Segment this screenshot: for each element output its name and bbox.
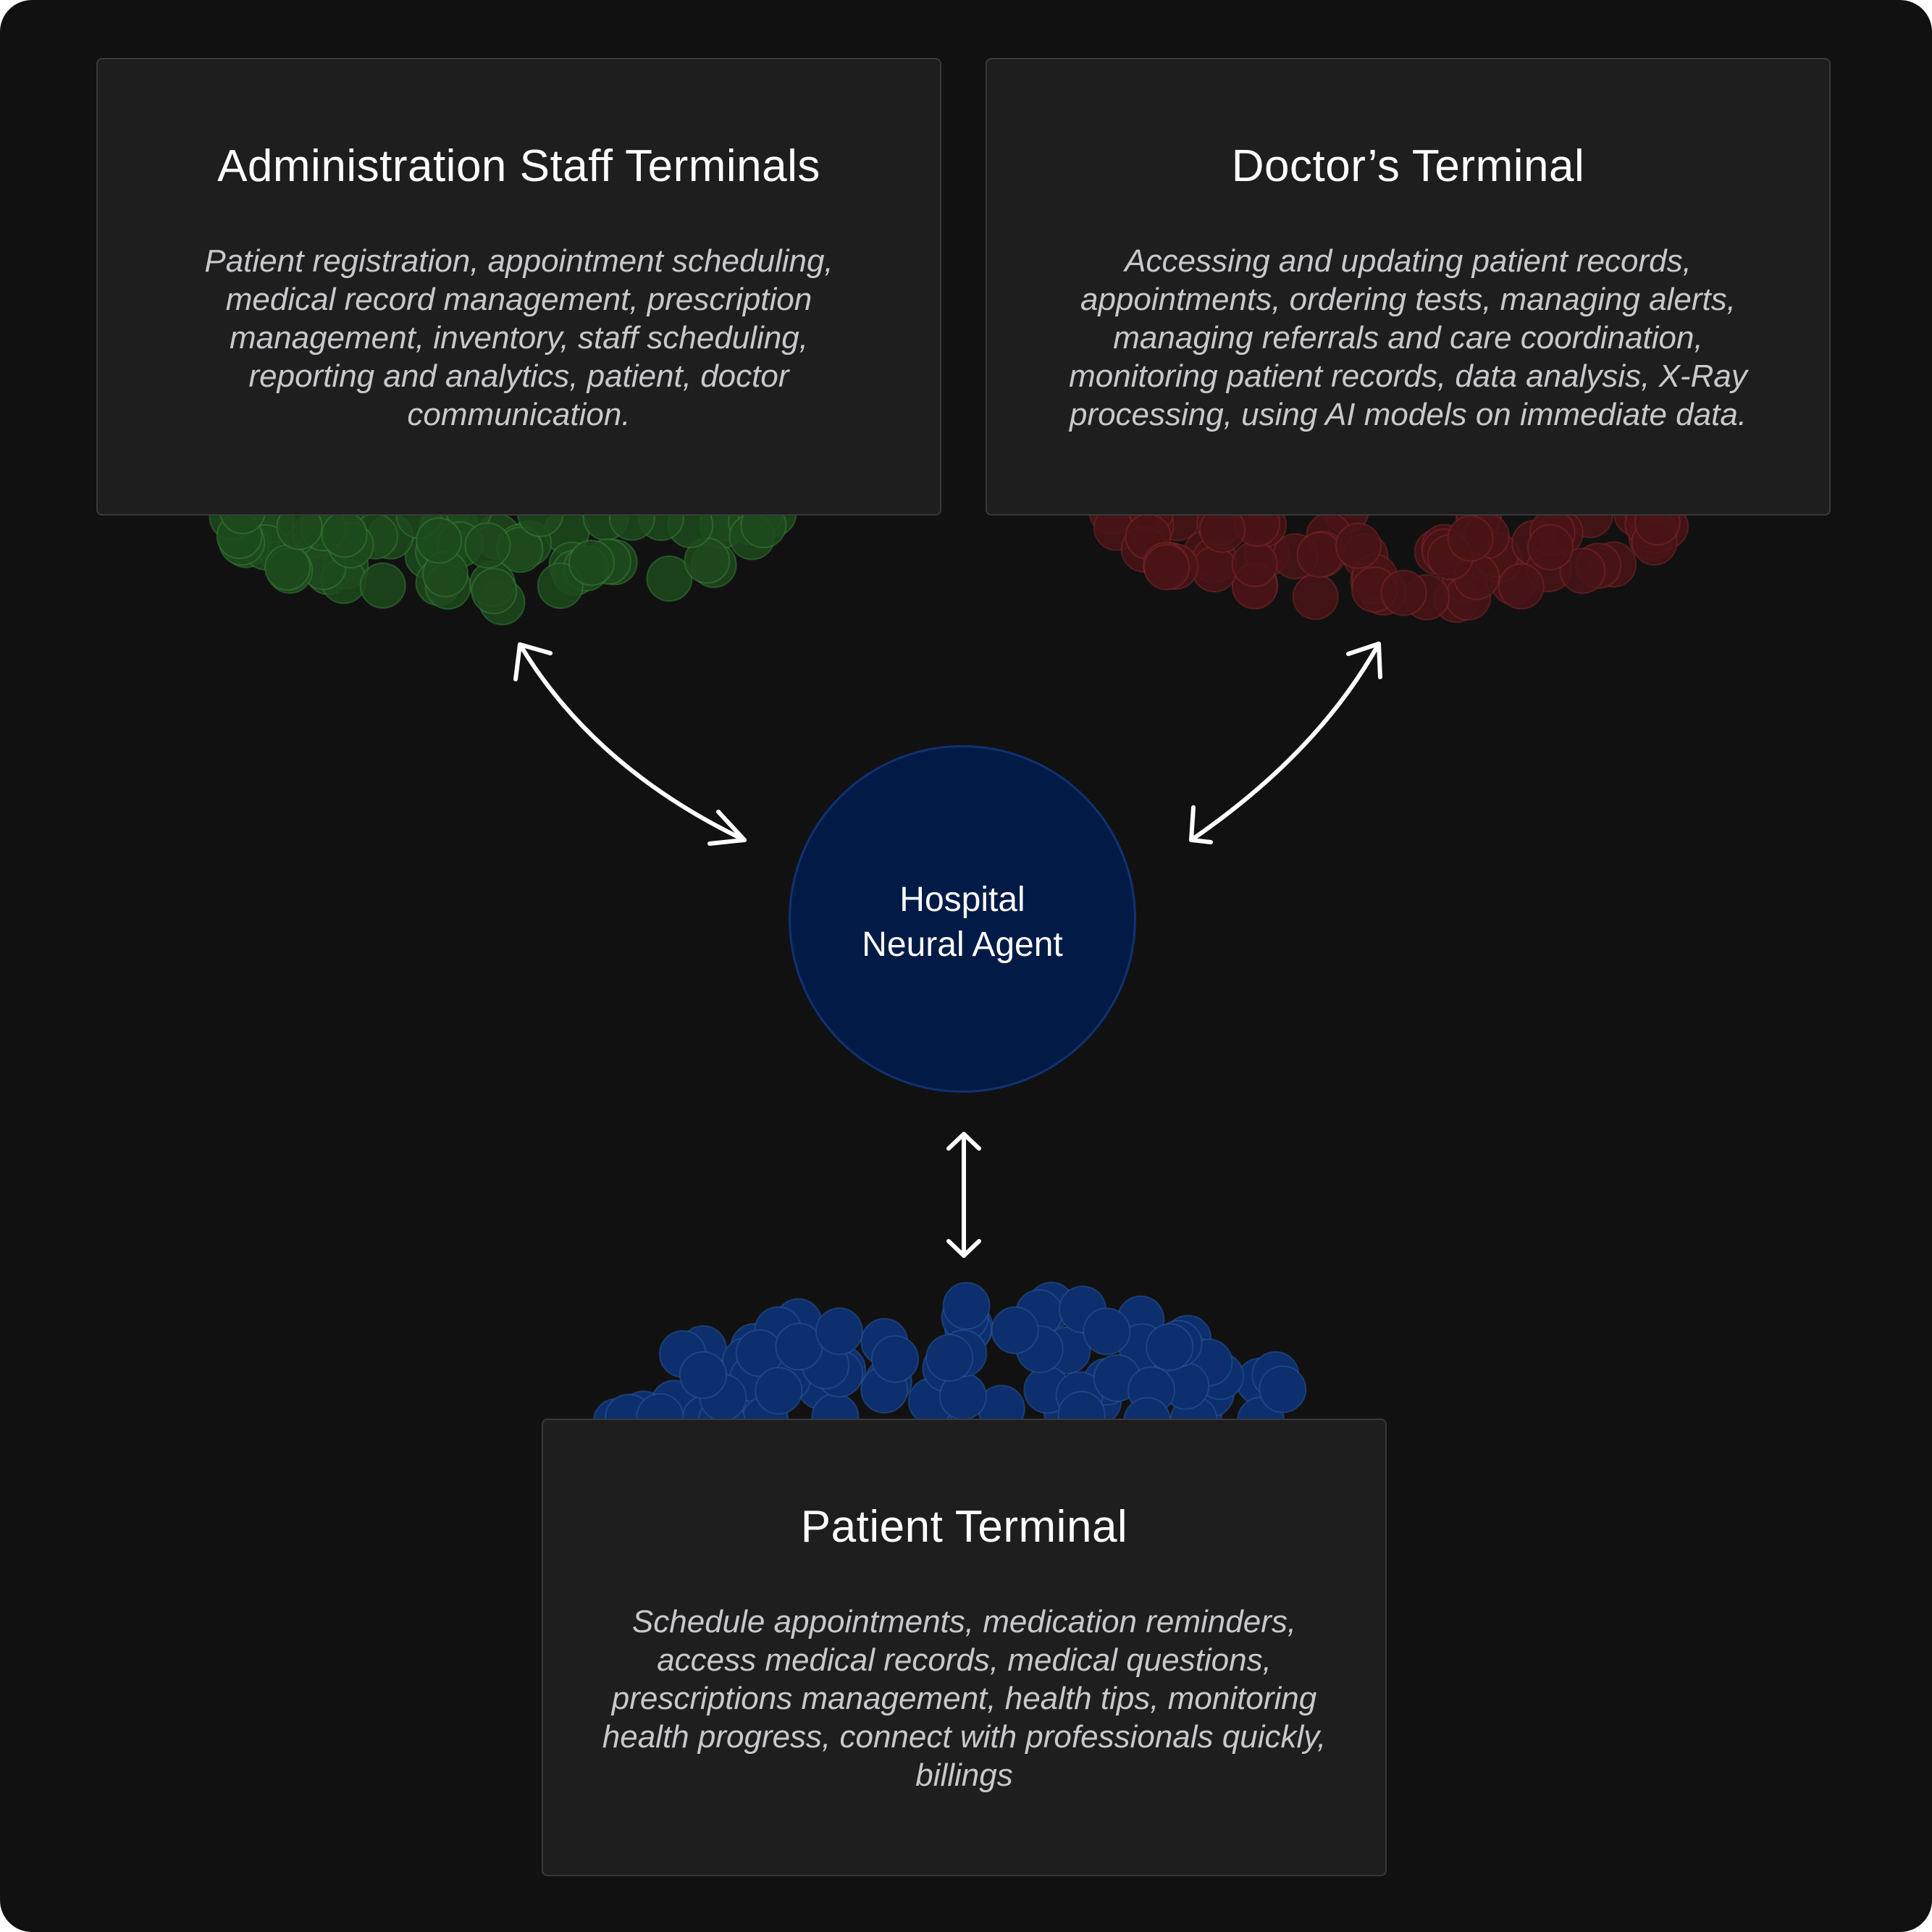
doctor-card-description: Accessing and updating patient records, … bbox=[1069, 243, 1747, 432]
arrowhead-admin-top bbox=[513, 642, 553, 681]
arrowhead-doctor-top bbox=[1346, 642, 1382, 679]
cluster-bubble bbox=[925, 1334, 974, 1382]
cluster-bubble bbox=[1191, 546, 1238, 593]
cluster-bubble bbox=[1143, 544, 1190, 591]
cluster-bubble bbox=[321, 511, 368, 558]
cluster-bubble bbox=[991, 1306, 1039, 1354]
patient-terminal-card: Patient Terminal Schedule appointments, … bbox=[542, 1419, 1387, 1876]
cluster-bubble bbox=[1498, 563, 1545, 610]
connector-admin-hub bbox=[513, 642, 747, 846]
cluster-bubble bbox=[537, 562, 584, 609]
doctor-bubble-cluster bbox=[1088, 487, 1689, 623]
arrowhead-patient-top bbox=[946, 1132, 981, 1151]
cluster-bubble bbox=[646, 555, 693, 602]
cluster-bubble bbox=[1527, 524, 1574, 571]
doctor-terminal-card: Doctor’s Terminal Accessing and updating… bbox=[986, 58, 1831, 516]
admin-card-description: Patient registration, appointment schedu… bbox=[204, 243, 833, 432]
arrowhead-patient-bottom bbox=[946, 1239, 981, 1258]
cluster-bubble bbox=[1231, 540, 1278, 587]
cluster-bubble bbox=[359, 562, 406, 609]
admin-staff-terminals-card: Administration Staff Terminals Patient r… bbox=[96, 58, 941, 516]
connector-doctor-hub bbox=[1189, 642, 1382, 844]
admin-card-title: Administration Staff Terminals bbox=[217, 141, 820, 191]
cluster-bubble bbox=[942, 1282, 991, 1330]
arrow-shaft-admin bbox=[518, 642, 747, 842]
cluster-bubble bbox=[1296, 532, 1343, 579]
cluster-bubble bbox=[1559, 547, 1606, 595]
cluster-bubble bbox=[471, 568, 518, 615]
patient-card-title: Patient Terminal bbox=[800, 1502, 1128, 1552]
cluster-bubble bbox=[464, 522, 511, 569]
cluster-bubble bbox=[264, 544, 311, 591]
arrow-shaft-doctor bbox=[1189, 642, 1381, 842]
connector-patient-hub bbox=[946, 1132, 981, 1258]
cluster-bubble bbox=[1292, 574, 1339, 621]
cluster-bubble bbox=[1146, 1323, 1194, 1372]
cluster-bubble bbox=[568, 539, 615, 587]
cluster-bubble bbox=[775, 1322, 823, 1371]
hub-label-line-2: Neural Agent bbox=[862, 925, 1063, 964]
hub-label: Hospital Neural Agent bbox=[791, 878, 1134, 967]
cluster-bubble bbox=[679, 1351, 727, 1399]
patient-card-description: Schedule appointments, medication remind… bbox=[602, 1604, 1327, 1793]
doctor-card-title: Doctor’s Terminal bbox=[1231, 141, 1585, 191]
arrowhead-admin-hub bbox=[707, 810, 747, 846]
hospital-neural-agent-hub: Hospital Neural Agent bbox=[789, 745, 1136, 1093]
cluster-bubble bbox=[1380, 569, 1427, 616]
cluster-bubble bbox=[1447, 515, 1494, 562]
cluster-bubble bbox=[1083, 1307, 1131, 1356]
cluster-bubble bbox=[755, 1366, 803, 1415]
arrowhead-doctor-hub bbox=[1189, 805, 1213, 844]
cluster-bubble bbox=[871, 1335, 920, 1383]
cluster-bubble bbox=[1335, 522, 1382, 569]
cluster-bubble bbox=[815, 1307, 863, 1356]
cluster-bubble bbox=[1259, 1365, 1307, 1414]
hub-label-line-1: Hospital bbox=[899, 881, 1025, 919]
cluster-bubble bbox=[416, 517, 463, 564]
